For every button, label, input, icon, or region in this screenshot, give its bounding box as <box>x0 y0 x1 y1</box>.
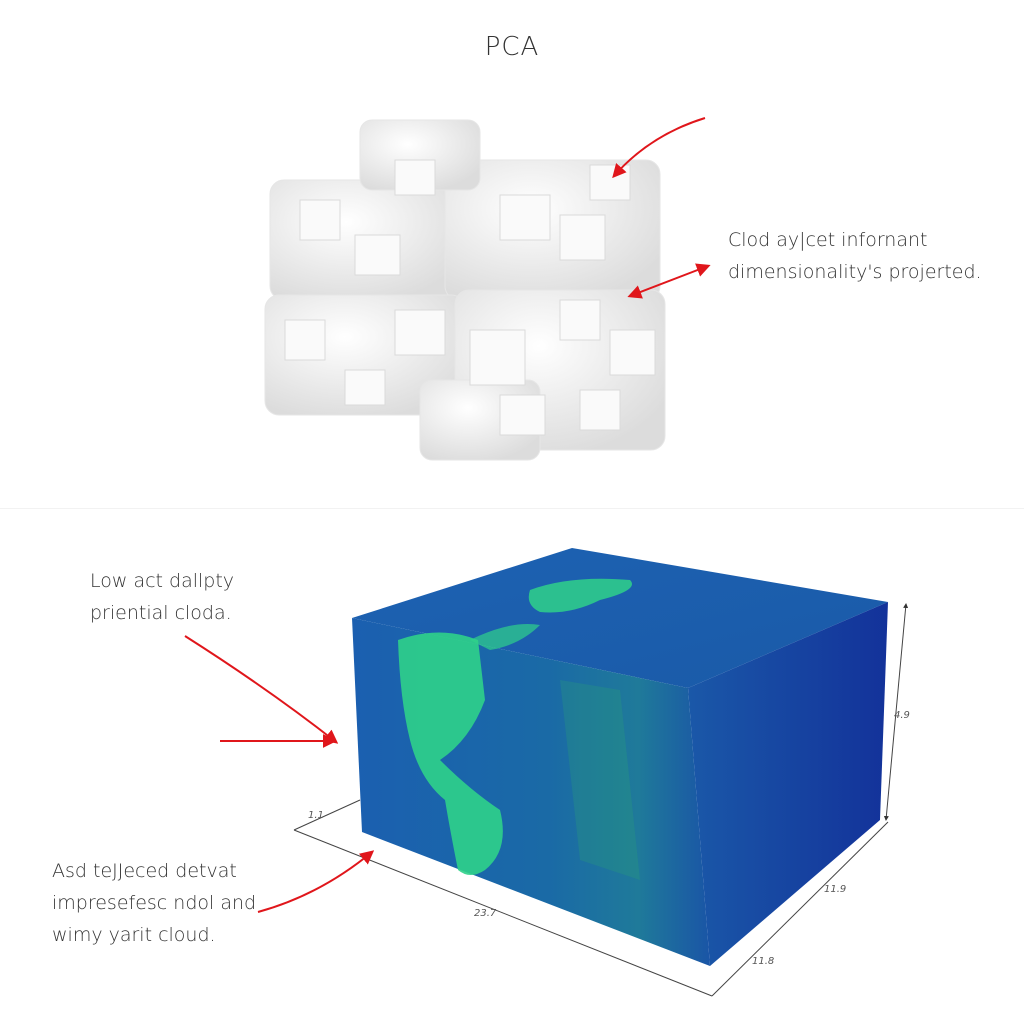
voxel-cloud <box>264 119 666 461</box>
annotation-top-right: Clod ay|cet infornant dimensionality's p… <box>728 224 982 288</box>
annotation-line: impresefesc ndol and <box>52 892 257 914</box>
panel-divider <box>0 508 1024 509</box>
annotation-line: Asd teJJeced detvat <box>52 860 237 882</box>
map-cube <box>352 548 888 966</box>
dimension-depth-upper: 11.9 <box>824 884 847 895</box>
annotation-line: wimy yarit cloud. <box>52 924 216 946</box>
annotation-line: Clod ay|cet infornant <box>728 229 928 251</box>
dimension-left-tick: 1.1 <box>308 810 324 821</box>
annotation-line: Low act dallpty <box>90 570 235 592</box>
dimension-depth-lower: 11.8 <box>752 956 775 967</box>
arrow-bottom-3 <box>257 850 375 913</box>
annotation-bottom-upper-left: Low act dallpty priential cloda. <box>90 565 234 629</box>
arrow-top-2 <box>627 263 711 299</box>
arrow-top-1 <box>612 117 706 179</box>
annotation-bottom-lower-left: Asd teJJeced detvat impresefesc ndol and… <box>52 855 256 951</box>
dimension-length: 23.7 <box>474 908 497 919</box>
arrow-bottom-1 <box>184 635 339 744</box>
figure-title: PCA <box>484 32 540 62</box>
dimension-height: 4.9 <box>894 710 910 721</box>
annotation-line: dimensionality's projerted. <box>728 261 982 283</box>
annotation-line: priential cloda. <box>90 602 232 624</box>
